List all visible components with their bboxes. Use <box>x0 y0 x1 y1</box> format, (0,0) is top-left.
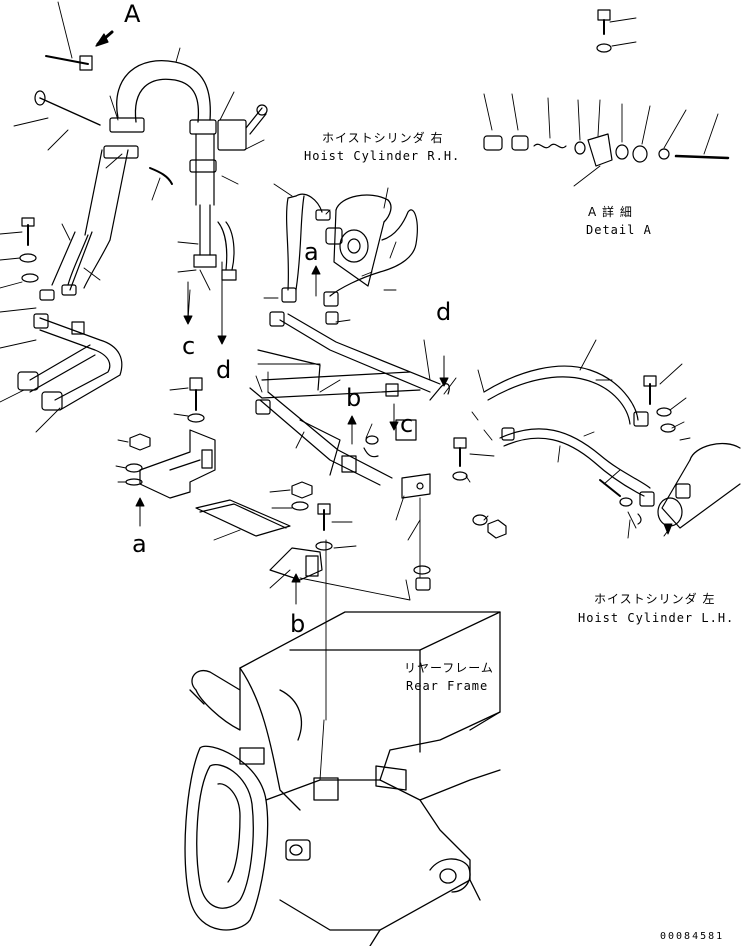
view-letter-d-right: d <box>436 298 452 326</box>
center-tube-group <box>249 311 507 591</box>
center-bracket-group <box>125 377 333 581</box>
hoist-cylinder-lh-en-label: Hoist Cylinder L.H. <box>578 611 735 625</box>
view-letter-a-mid: a <box>304 238 319 266</box>
view-letter-b-bottom: b <box>290 610 306 638</box>
hoist-cylinder-rh-jp-label: ホイストシリンダ 右 <box>322 131 444 145</box>
detail-a-en-label: Detail A <box>586 223 652 237</box>
leader-lines <box>0 1 719 781</box>
rear-frame <box>184 611 501 946</box>
hoist-cylinder-lh-jp-label: ホイストシリンダ 左 <box>594 592 716 606</box>
view-letter-d-left: d <box>216 356 232 384</box>
hoist-cylinder-rh <box>281 193 418 307</box>
drawing-number: 00084581 <box>660 931 725 942</box>
left-tube-group <box>17 217 123 411</box>
view-letter-b-mid: b <box>346 384 362 412</box>
view-arrows <box>135 261 673 605</box>
view-letter-a-top: A <box>124 0 141 28</box>
rear-frame-jp-label: リヤーフレーム <box>404 661 494 675</box>
hoist-cylinder-lh <box>483 365 741 529</box>
rear-frame-en-label: Rear Frame <box>406 679 489 693</box>
detail-a-group <box>483 9 730 167</box>
view-letter-a-left: a <box>132 530 147 558</box>
hoist-cylinder-rh-en-label: Hoist Cylinder R.H. <box>304 149 461 163</box>
view-letter-c-left: c <box>182 332 196 360</box>
view-letter-c-mid: c <box>400 410 414 438</box>
detail-a-jp-label: A 詳 細 <box>588 205 633 219</box>
top-left-hose-group <box>34 30 268 291</box>
